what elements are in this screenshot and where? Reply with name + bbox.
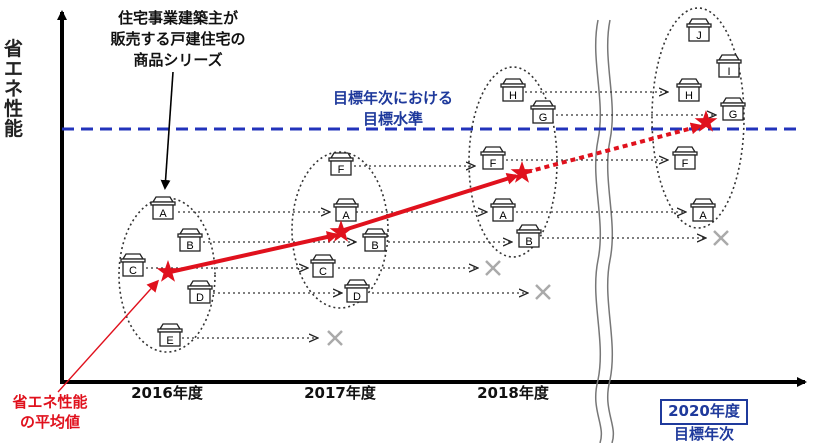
house-letter: E <box>166 335 173 347</box>
discontinued-marks <box>327 230 729 346</box>
callout-line: 商品シリーズ <box>133 51 223 69</box>
y-axis-label-char: 省 <box>4 38 24 60</box>
house-G-2020: G <box>720 97 746 121</box>
house-letter: B <box>525 236 532 248</box>
house-A-2018: A <box>490 198 516 222</box>
house-letter: B <box>371 240 378 252</box>
house-I-2020: I <box>716 54 742 78</box>
house-letter: F <box>682 158 689 170</box>
target-label-line: 目標水準 <box>362 110 423 128</box>
year-group-2017 <box>291 151 389 309</box>
house-B-2018: B <box>516 224 542 248</box>
x-tick-2017: 2017年度 <box>304 384 376 402</box>
house-letter: F <box>490 158 497 170</box>
target-label-line: 目標年次における <box>332 89 453 107</box>
year-group-2016 <box>118 197 216 353</box>
transition-arrows <box>146 92 716 338</box>
average-star-2016 <box>156 260 180 282</box>
callout-line: 住宅事業建築主が <box>117 9 238 27</box>
house-A-2016: A <box>150 196 176 220</box>
house-C-2016: C <box>120 253 146 277</box>
average-label-line: の平均値 <box>19 413 80 431</box>
house-B-2017: B <box>362 228 388 252</box>
house-letter: D <box>196 292 204 304</box>
house-letter: A <box>499 210 507 222</box>
house-letter: B <box>186 240 193 252</box>
house-J-2020: J <box>686 18 712 42</box>
average-trend-arrow-projected <box>526 122 703 174</box>
callout-line: 販売する戸建住宅の <box>110 30 246 48</box>
average-trend-arrow <box>343 172 519 232</box>
discontinued-x <box>535 284 551 300</box>
average-trend-arrow <box>169 231 339 274</box>
house-C-2017: C <box>310 254 336 278</box>
y-axis-label-char: ネ <box>4 78 24 100</box>
house-letter: C <box>319 266 327 278</box>
axis-break-line-left <box>594 19 602 443</box>
house-letter: G <box>539 112 548 124</box>
discontinued-x <box>327 330 343 346</box>
average-star-2017 <box>329 220 353 242</box>
discontinued-x <box>485 260 501 276</box>
house-H-2018: H <box>500 78 526 102</box>
y-axis-label-char: 能 <box>4 118 24 140</box>
series-callout-line <box>160 71 174 190</box>
house-letter: I <box>727 66 730 78</box>
x-tick-2016: 2016年度 <box>131 384 203 402</box>
house-letter: H <box>509 90 517 102</box>
house-D-2016: D <box>187 280 213 304</box>
house-letter: H <box>685 90 693 102</box>
house-letter: A <box>159 208 167 220</box>
average-star-2018 <box>510 161 534 183</box>
house-B-2016: B <box>177 228 203 252</box>
average-label-line: 省エネ性能 <box>12 393 88 411</box>
y-axis-label-char: エ <box>4 58 24 80</box>
series-callout: 住宅事業建築主が 販売する戸建住宅の 商品シリーズ <box>78 8 278 71</box>
x-tick-2018: 2018年度 <box>477 384 549 402</box>
house-A-2017: A <box>333 198 359 222</box>
house-G-2018: G <box>530 100 556 124</box>
house-letter: F <box>338 164 345 176</box>
target-year-box: 2020年度 <box>660 399 748 425</box>
average-star-2020 <box>694 110 718 132</box>
house-H-2020: H <box>676 78 702 102</box>
house-E-2016: E <box>157 323 183 347</box>
house-F-2017: F <box>328 152 354 176</box>
house-D-2017: D <box>344 279 370 303</box>
house-F-2020: F <box>672 146 698 170</box>
average-label: 省エネ性能 の平均値 <box>0 392 100 432</box>
target-year-sub: 目標年次 <box>673 425 734 443</box>
house-F-2018: F <box>480 146 506 170</box>
house-letter: A <box>342 210 350 222</box>
house-letter: C <box>129 265 137 277</box>
house-letter: J <box>696 30 702 42</box>
discontinued-x <box>713 230 729 246</box>
target-level-label: 目標年次における 目標水準 <box>308 88 478 130</box>
house-letter: A <box>699 210 707 222</box>
axis-break-line-right <box>606 19 614 443</box>
house-A-2020: A <box>690 198 716 222</box>
average-stars <box>156 110 718 282</box>
house-letter: G <box>729 109 738 121</box>
year-group-2020 <box>651 7 745 229</box>
average-callout-line <box>57 279 160 393</box>
house-letter: D <box>353 291 361 303</box>
y-axis-label-char: 性 <box>4 98 24 120</box>
